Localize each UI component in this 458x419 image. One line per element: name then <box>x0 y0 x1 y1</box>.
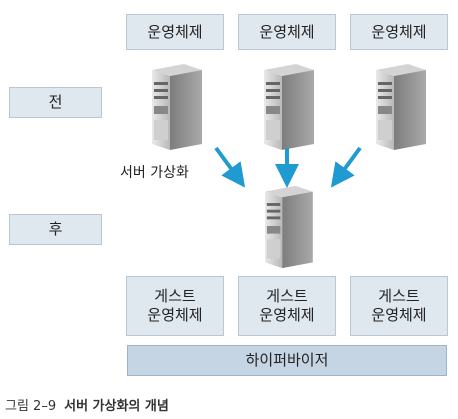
guest-os-line1: 게스트 <box>378 287 420 306</box>
guest-os-line2: 운영체제 <box>147 306 203 324</box>
guest-os-box-3: 게스트 운영체제 <box>350 276 448 336</box>
guest-os-line1: 게스트 <box>154 287 196 306</box>
server-icon-3 <box>376 64 426 150</box>
figure-caption: 그림 2–9 서버 가상화의 개념 <box>5 395 169 414</box>
os-box-3: 운영체제 <box>350 14 448 50</box>
arrow-right <box>330 146 362 188</box>
guest-os-line2: 운영체제 <box>371 306 427 324</box>
server-icon-1 <box>152 64 202 150</box>
guest-os-line1: 게스트 <box>266 287 308 306</box>
os-box-1: 운영체제 <box>126 14 224 50</box>
server-icon-consolidated <box>265 185 313 269</box>
guest-os-box-1: 게스트 운영체제 <box>126 276 224 336</box>
server-icon-2 <box>264 64 314 150</box>
figure-number: 그림 2–9 <box>5 399 57 414</box>
guest-os-box-2: 게스트 운영체제 <box>238 276 336 336</box>
hypervisor-bar: 하이퍼바이저 <box>127 345 447 376</box>
before-label: 전 <box>9 87 102 118</box>
os-box-2: 운영체제 <box>238 14 336 50</box>
figure-title: 서버 가상화의 개념 <box>64 399 169 414</box>
guest-os-line2: 운영체제 <box>259 306 315 324</box>
server-virtualization-label: 서버 가상화 <box>120 165 189 181</box>
arrow-left <box>214 146 246 188</box>
after-label: 후 <box>9 214 102 245</box>
